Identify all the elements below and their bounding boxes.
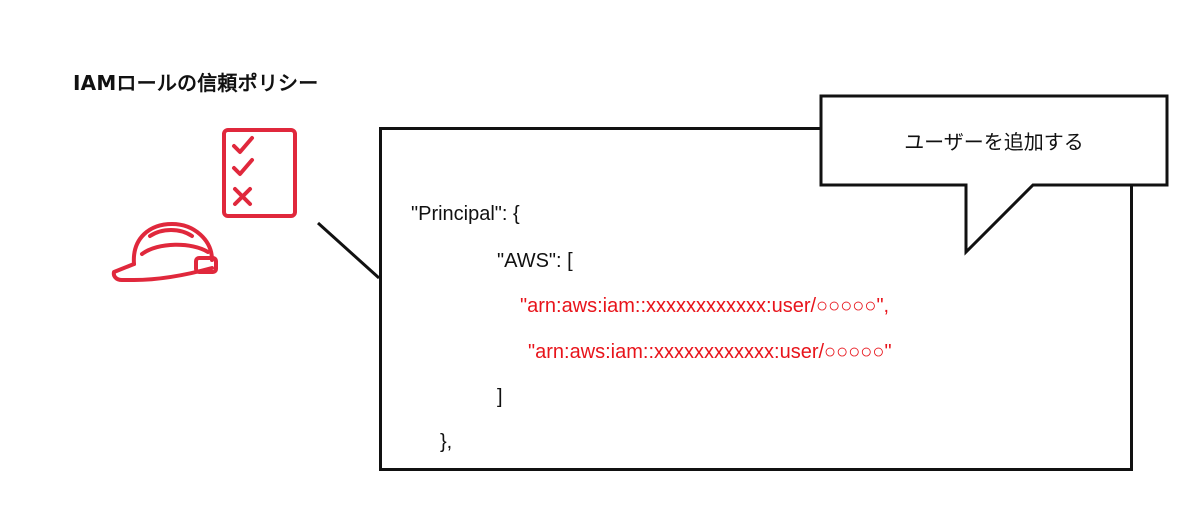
callout-label: ユーザーを追加する	[904, 130, 1084, 154]
checklist-icon	[222, 128, 297, 218]
code-line-arn-1: "arn:aws:iam::xxxxxxxxxxxx:user/○○○○○",	[520, 295, 890, 317]
code-line-arn-2: "arn:aws:iam::xxxxxxxxxxxx:user/○○○○○"	[528, 341, 892, 363]
code-line-aws: "AWS": [	[497, 250, 573, 272]
diagram-title: IAMロールの信頼ポリシー	[73, 71, 319, 95]
code-line-close-bracket: ]	[497, 386, 503, 408]
code-line-close-brace: },	[440, 431, 453, 453]
hard-hat-icon	[111, 221, 218, 282]
code-line-principal: "Principal": {	[411, 203, 520, 225]
